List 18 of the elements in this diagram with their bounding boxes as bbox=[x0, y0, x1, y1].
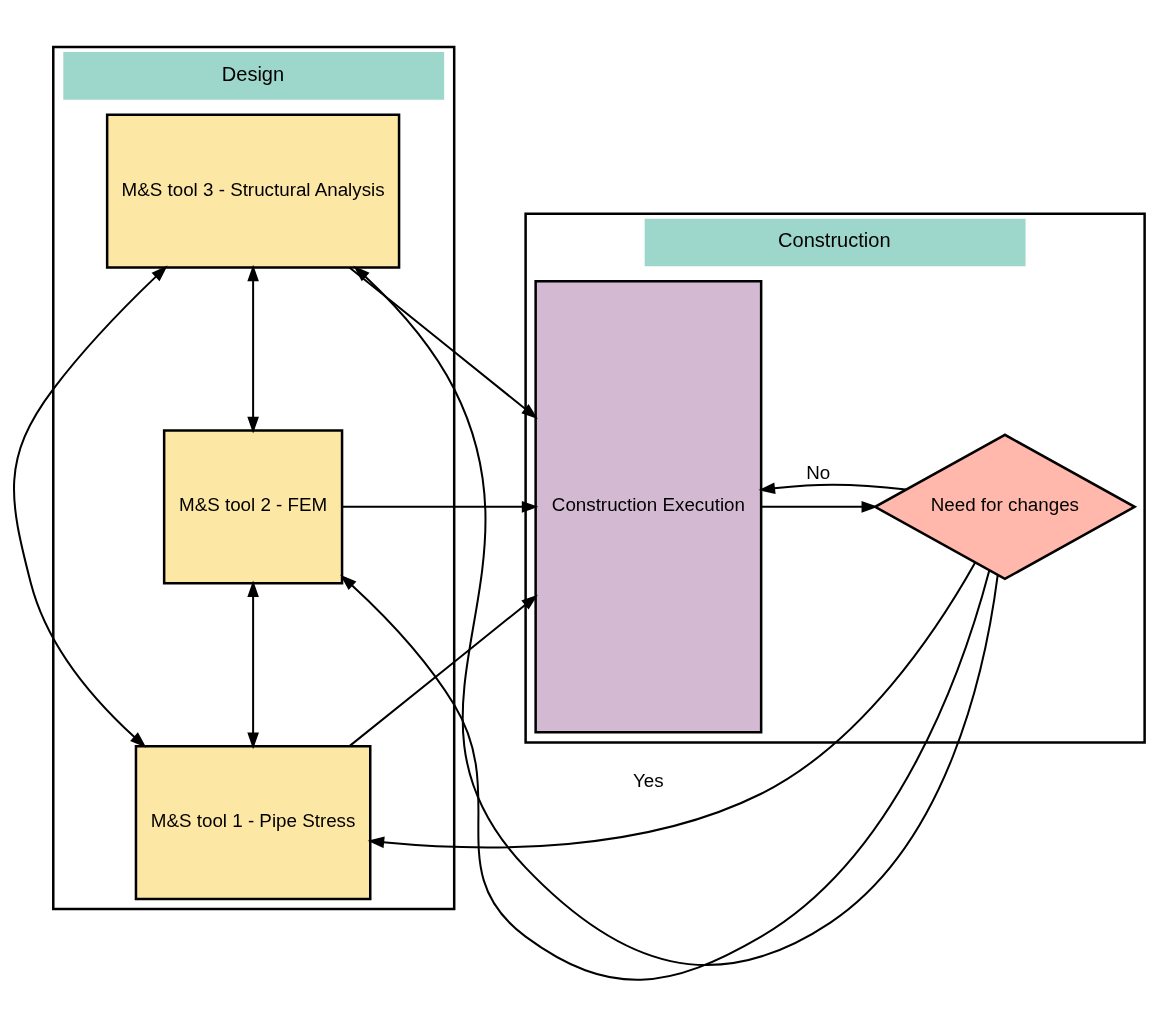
arrow bbox=[758, 482, 907, 494]
arrow bbox=[760, 500, 879, 513]
node-box: M&S tool 3 - Structural Analysis bbox=[105, 112, 401, 269]
edge-label: Yes bbox=[633, 769, 664, 791]
edge-label: No bbox=[806, 461, 831, 483]
arrow bbox=[247, 579, 259, 749]
node-box: Construction Execution bbox=[534, 279, 763, 734]
arrow bbox=[247, 264, 259, 433]
arrow bbox=[13, 265, 168, 748]
arrow bbox=[348, 266, 538, 419]
arrow bbox=[348, 594, 538, 747]
node-diamond: Need for changes bbox=[872, 432, 1138, 580]
arrow bbox=[353, 265, 999, 966]
node-box: M&S tool 2 - FEM bbox=[162, 428, 344, 585]
arrow bbox=[341, 500, 539, 513]
node-box: M&S tool 1 - Pipe Stress bbox=[134, 744, 372, 900]
arrow bbox=[367, 560, 977, 848]
arrow bbox=[340, 568, 991, 981]
